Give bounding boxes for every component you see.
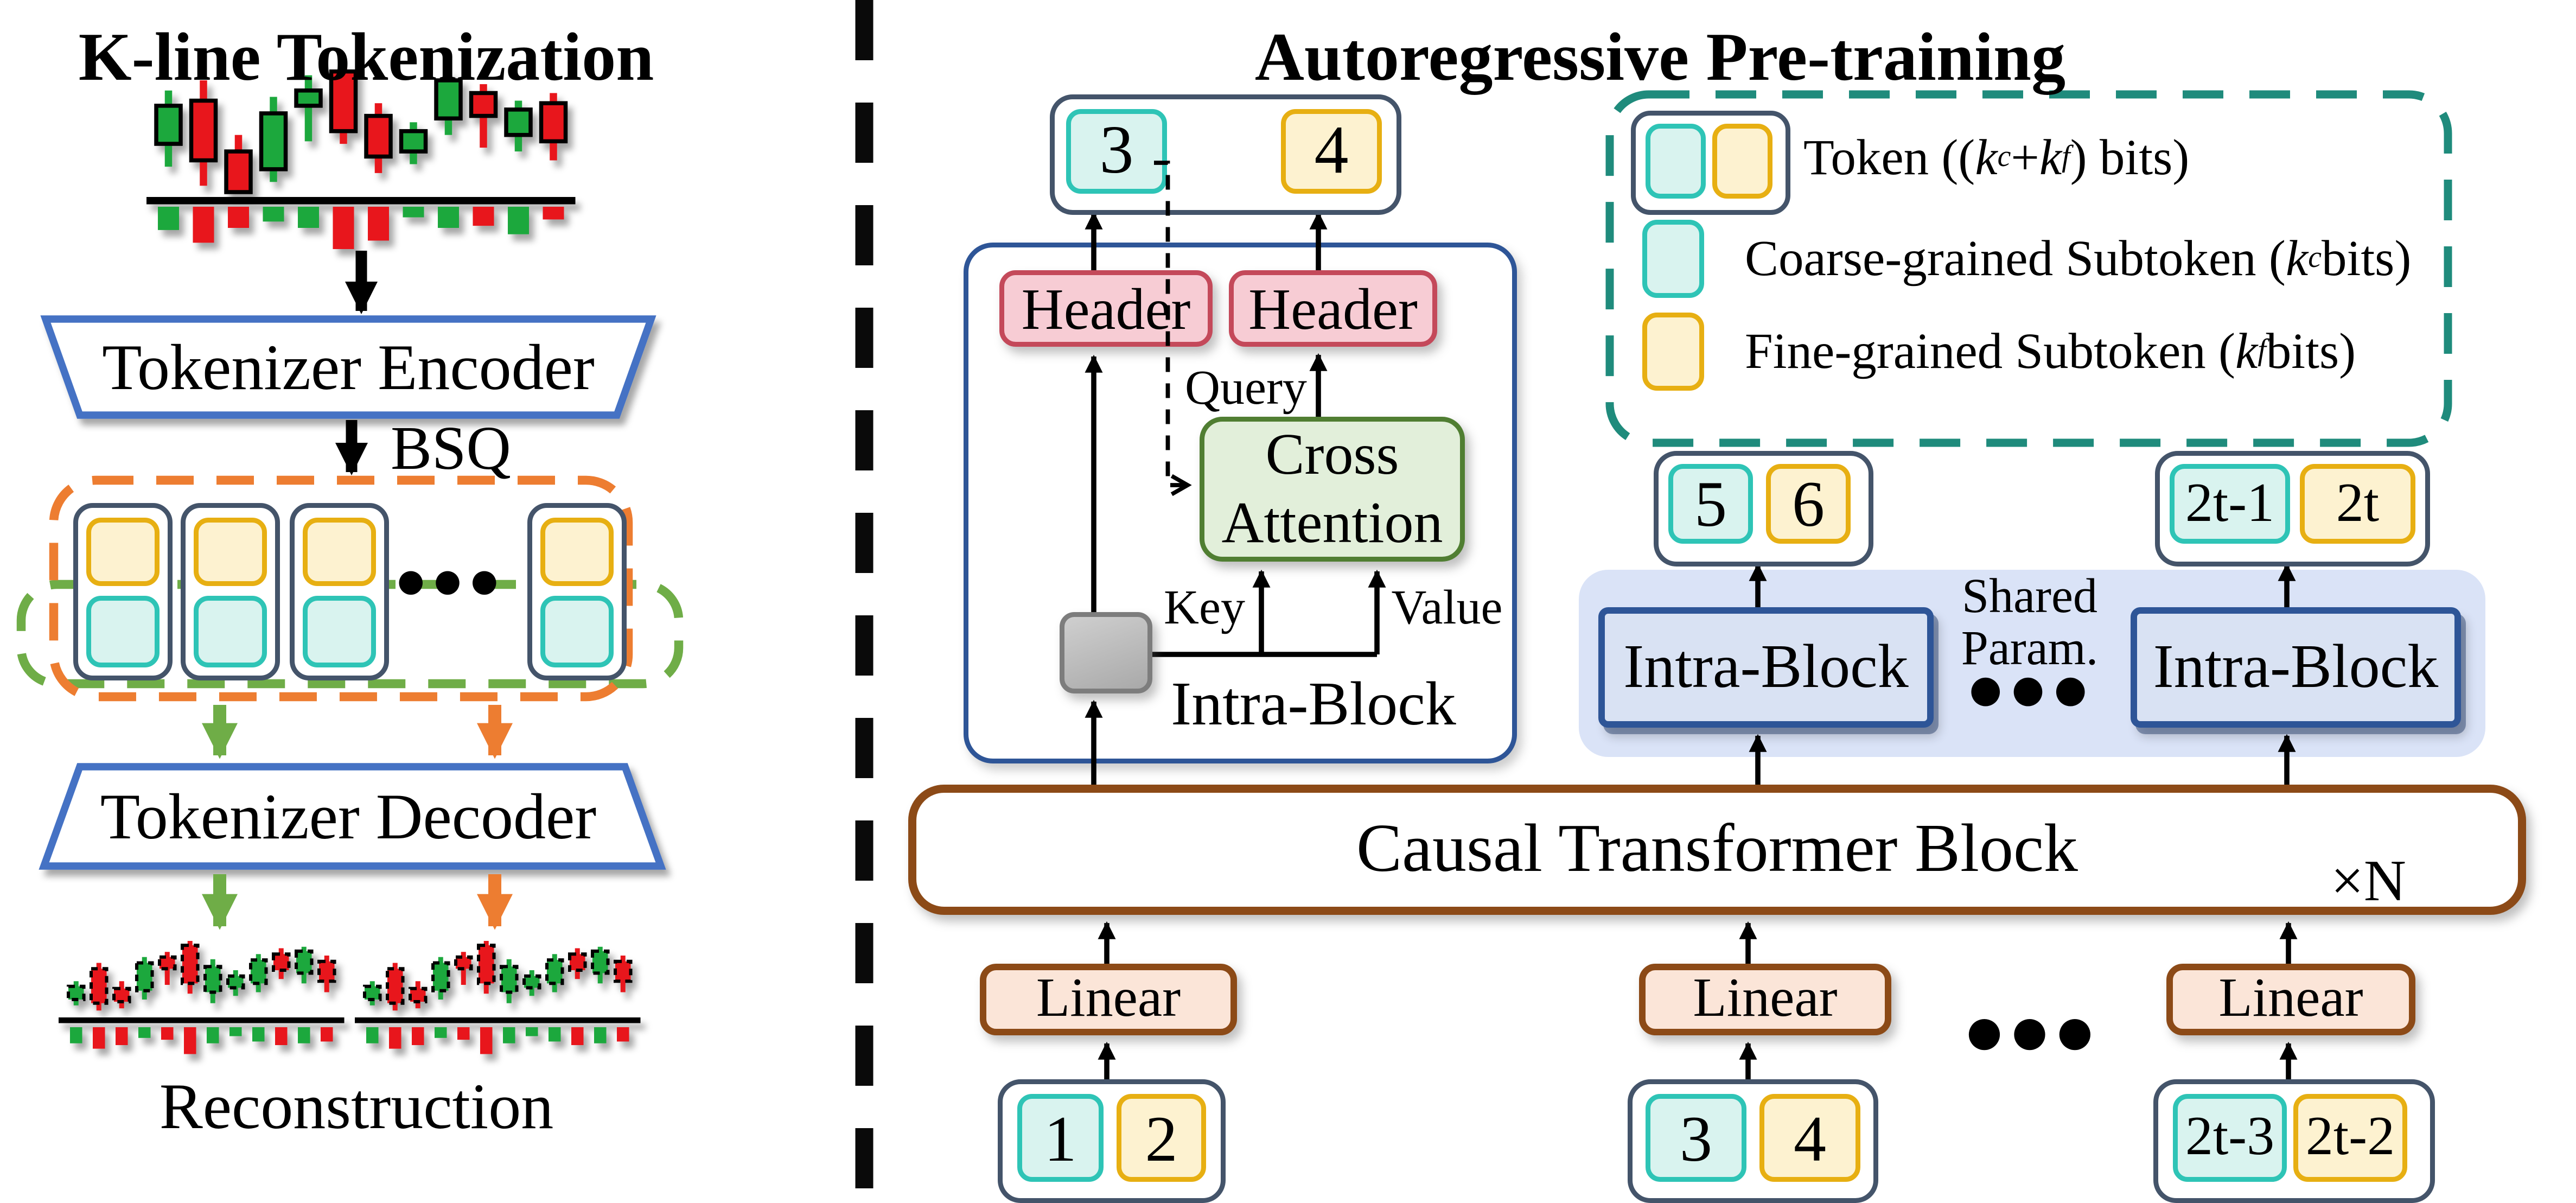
legend-coarse-in-token (1646, 124, 1706, 199)
token-group-3 (290, 503, 389, 680)
mid-token-2t1-2t: 2t-1 2t (2155, 451, 2430, 567)
linear-row-ellipsis: ●●● (1966, 1007, 2103, 1054)
shared-param-line1: Shared (1962, 570, 2097, 624)
bsq-label: BSQ (391, 415, 511, 483)
header-box-left: Header (999, 270, 1213, 347)
coarse-subtoken (540, 596, 614, 667)
fine-subtoken-4: 4 (1281, 109, 1382, 194)
fine-subtoken (194, 518, 267, 586)
cross-attention-line1: Cross (1265, 422, 1399, 487)
coarse-subtoken-3: 3 (1066, 109, 1167, 194)
intra-block-detail-label: Intra-Block (1171, 671, 1456, 739)
fine-subtoken-2t: 2t (2300, 464, 2415, 544)
right-panel-title: Autoregressive Pre-training (1254, 21, 2066, 96)
value-label: Value (1391, 581, 1503, 635)
shared-param-label: Shared Param. (1945, 570, 2114, 676)
tokenizer-decoder-label: Tokenizer Decoder (100, 779, 597, 852)
fine-subtoken (86, 518, 160, 586)
cross-attention-line2: Attention (1221, 489, 1443, 555)
coarse-subtoken-2t-1: 2t-1 (2170, 464, 2290, 544)
header-box-right: Header (1229, 270, 1437, 347)
fine-subtoken (303, 518, 376, 586)
intra-block-box-1: Intra-Block (1598, 607, 1934, 728)
bottom-token-3-4: 3 4 (1628, 1079, 1878, 1203)
fine-subtoken (540, 518, 614, 586)
causal-transformer-label: Causal Transformer Block (1356, 812, 2078, 887)
shared-param-line2: Param. (1961, 622, 2099, 676)
coarse-subtoken-2t-3: 2t-3 (2173, 1094, 2287, 1182)
legend-fine-sample (1642, 313, 1704, 391)
linear-box-2: Linear (1639, 964, 1891, 1035)
legend-fine-in-token (1712, 124, 1772, 199)
fine-subtoken-2t-2: 2t-2 (2293, 1094, 2407, 1182)
causal-transformer-block: Causal Transformer Block (908, 785, 2526, 915)
coarse-subtoken (303, 596, 376, 667)
coarse-subtoken-5: 5 (1668, 464, 1753, 544)
linear-box-3: Linear (2166, 964, 2415, 1035)
left-panel-title: K-line Tokenization (78, 21, 654, 96)
token-cluster-ellipsis: ●●● (397, 563, 508, 599)
query-label: Query (1185, 361, 1307, 415)
coarse-subtoken-3b: 3 (1646, 1094, 1746, 1182)
band-ellipsis: ●●● (1969, 669, 2097, 711)
token-group-1 (73, 503, 173, 680)
fine-subtoken-4b: 4 (1759, 1094, 1860, 1182)
latent-gray-box (1060, 612, 1152, 693)
fine-subtoken-2: 2 (1117, 1094, 1206, 1182)
coarse-subtoken (194, 596, 267, 667)
bottom-token-1-2: 1 2 (998, 1079, 1226, 1203)
mid-token-5-6: 5 6 (1654, 451, 1873, 567)
cross-attention-box: Cross Attention (1200, 417, 1465, 562)
token-group-2 (181, 503, 280, 680)
reconstruction-label: Reconstruction (159, 1068, 554, 1142)
predicted-token-box: 3 4 (1050, 94, 1401, 215)
repeat-n-label: ×N (2331, 848, 2406, 913)
bottom-token-2t3-2t2: 2t-3 2t-2 (2153, 1079, 2435, 1203)
fine-subtoken-6: 6 (1766, 464, 1851, 544)
intra-block-box-2: Intra-Block (2131, 607, 2461, 728)
coarse-subtoken-1: 1 (1017, 1094, 1104, 1182)
coarse-subtoken (86, 596, 160, 667)
legend-token-sample (1631, 111, 1790, 215)
key-label: Key (1164, 581, 1245, 635)
tokenizer-encoder-label: Tokenizer Encoder (102, 329, 595, 403)
token-group-4 (527, 503, 627, 680)
linear-box-1: Linear (980, 964, 1237, 1035)
legend-coarse-sample (1642, 220, 1704, 298)
